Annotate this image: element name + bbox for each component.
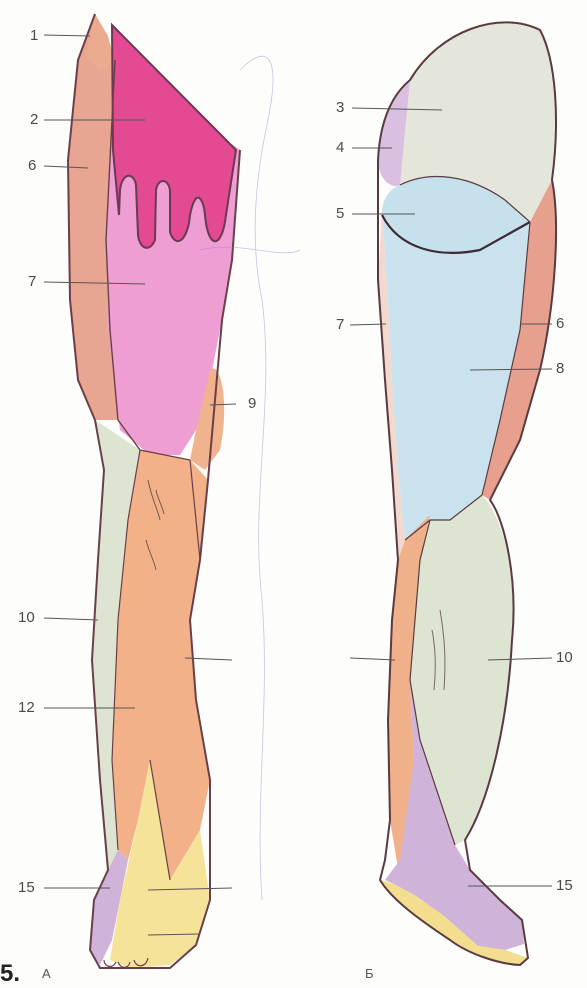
label-b-7: 7 xyxy=(336,317,344,332)
label-a-12: 12 xyxy=(18,700,35,715)
label-b-3: 3 xyxy=(336,100,344,115)
label-b-4: 4 xyxy=(336,140,344,155)
label-a-6: 6 xyxy=(28,158,36,173)
figure-number: 5. xyxy=(0,960,20,988)
label-a-2: 2 xyxy=(30,112,38,127)
label-a-9: 9 xyxy=(248,396,256,411)
label-a-10: 10 xyxy=(18,610,35,625)
label-b-8: 8 xyxy=(556,361,564,376)
panel-label-b: Б xyxy=(365,966,374,981)
leg-posterior xyxy=(378,22,556,965)
label-b-6: 6 xyxy=(556,316,564,331)
label-a-15: 15 xyxy=(18,880,35,895)
label-a-7: 7 xyxy=(28,274,36,289)
label-b-15: 15 xyxy=(556,878,573,893)
label-a-1: 1 xyxy=(30,28,38,43)
panel-label-a: А xyxy=(42,966,51,981)
label-b-10: 10 xyxy=(556,650,573,665)
leg-anterior xyxy=(68,14,240,968)
label-b-5: 5 xyxy=(336,206,344,221)
